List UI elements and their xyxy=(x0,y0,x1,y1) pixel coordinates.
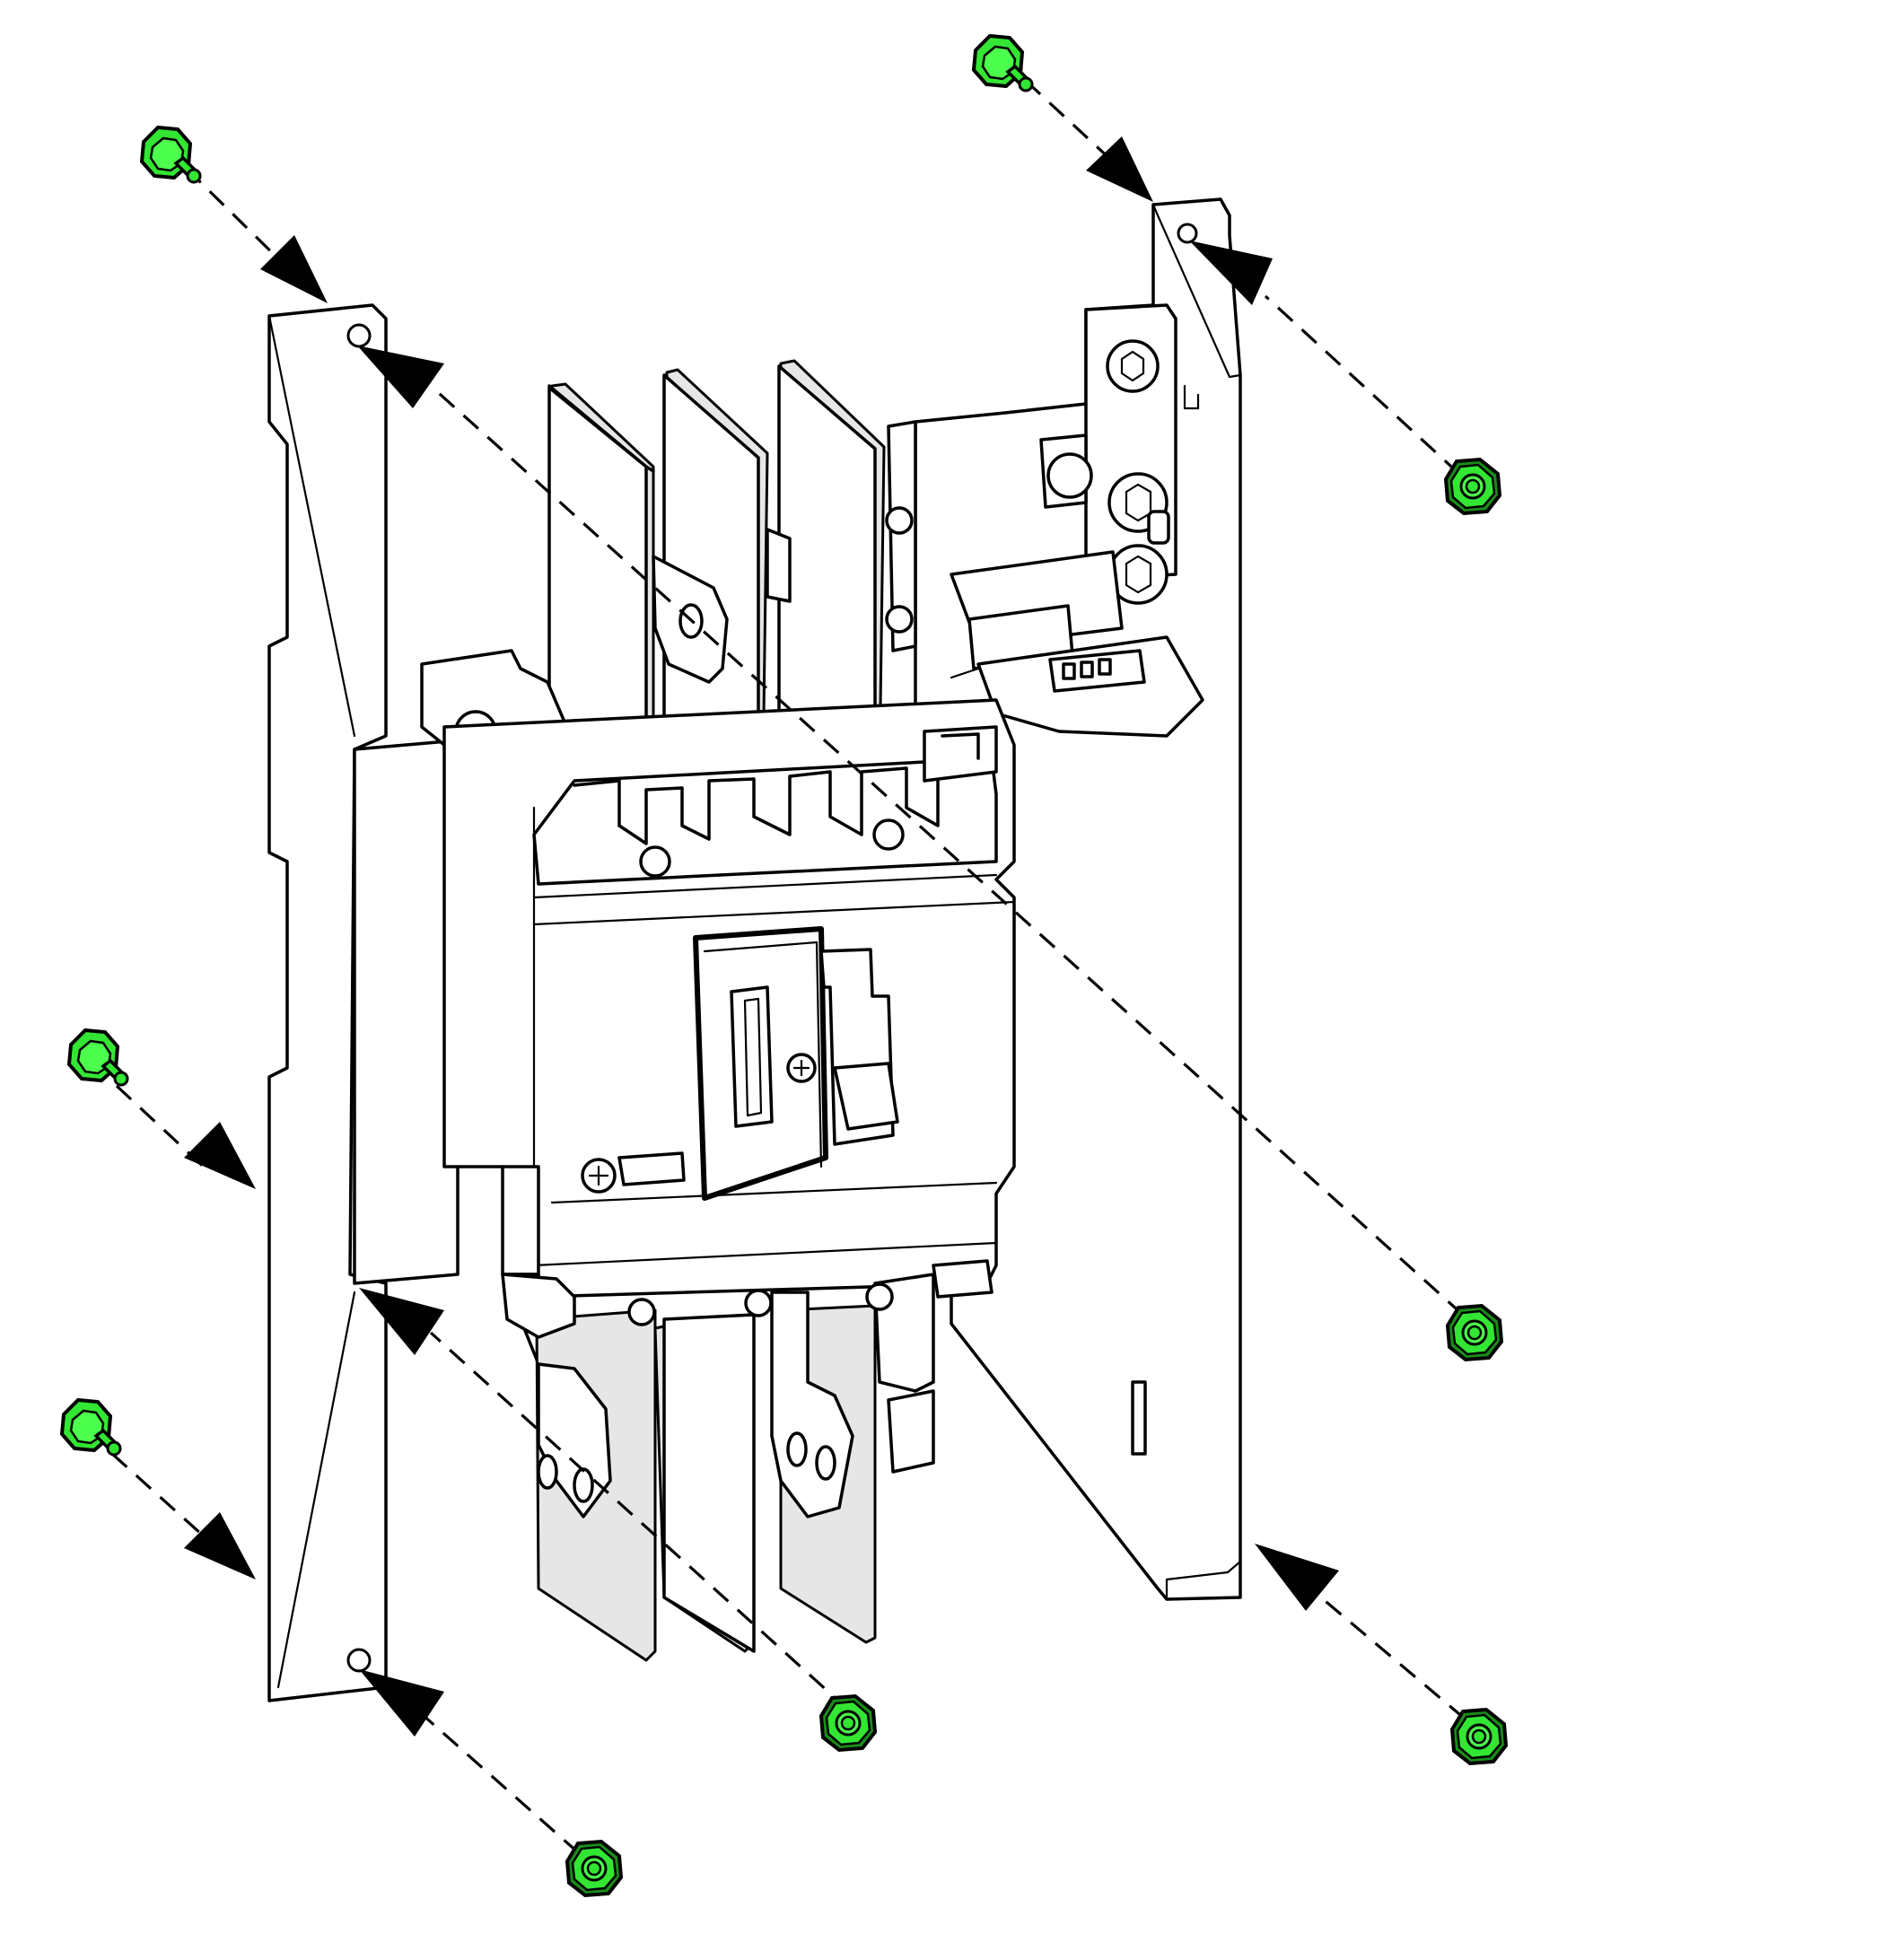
guide-line xyxy=(1024,79,1115,163)
arrow-icon xyxy=(1086,136,1153,202)
arrow-icon xyxy=(260,235,328,303)
arrow-icon xyxy=(184,1512,256,1579)
nut-icon xyxy=(565,1840,623,1897)
guide-line xyxy=(1264,294,1461,476)
guide-line xyxy=(429,1331,850,1711)
screw-icon xyxy=(140,126,202,184)
left-mounting-plate xyxy=(267,303,460,1702)
arrow-icon xyxy=(1189,241,1273,305)
screw-icon xyxy=(60,1398,122,1457)
screw-icon xyxy=(67,1028,129,1087)
guide-line xyxy=(110,1452,204,1536)
bottom-busbars xyxy=(501,1165,994,1662)
nut-icon xyxy=(819,1694,877,1752)
auxiliary-contact-block xyxy=(885,303,1204,738)
arrow-icon xyxy=(1255,1544,1339,1611)
guide-line xyxy=(185,167,289,269)
guide-line xyxy=(420,1712,581,1855)
front-handle-cover xyxy=(581,926,899,1201)
nut-icon xyxy=(1444,458,1501,515)
guide-line xyxy=(429,384,1465,1317)
top-busbars xyxy=(547,359,886,792)
arrow-icon xyxy=(357,346,444,408)
arrow-icon xyxy=(359,1288,444,1355)
screw-icon xyxy=(972,34,1034,92)
arrow-icon xyxy=(184,1122,256,1189)
nut-icon xyxy=(1450,1708,1508,1765)
guide-line xyxy=(1309,1587,1466,1720)
arrowheads xyxy=(184,136,1339,1737)
arrow-icon xyxy=(359,1669,444,1737)
nut-icon xyxy=(1446,1304,1503,1361)
